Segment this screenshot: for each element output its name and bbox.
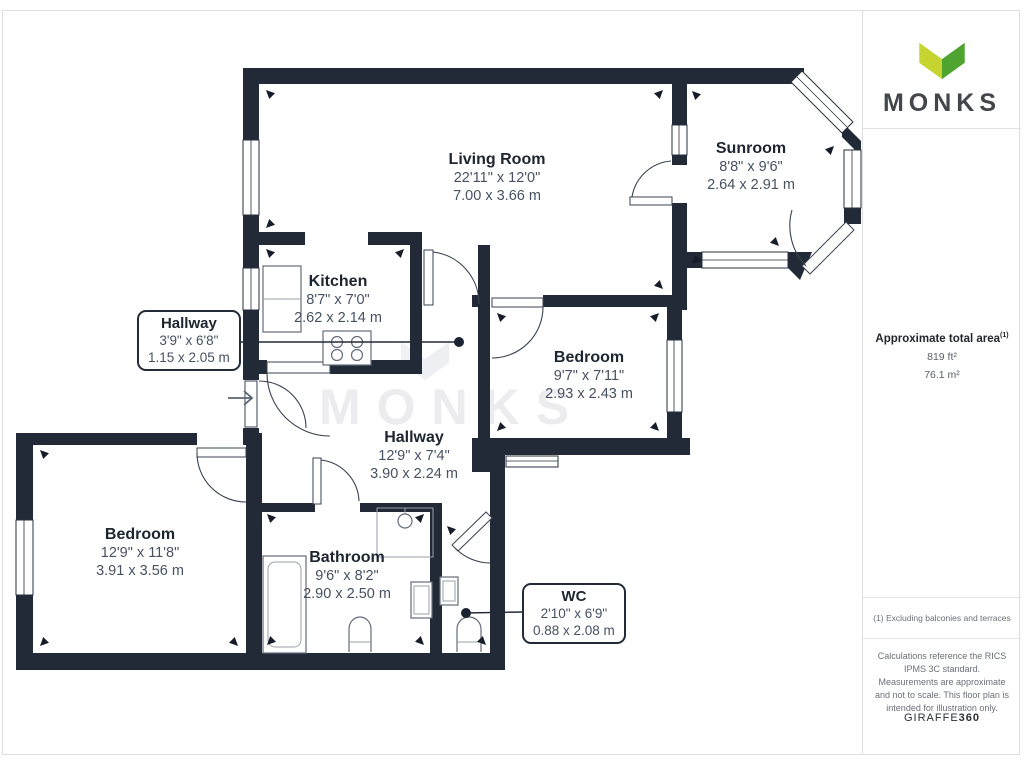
windows-group <box>15 70 862 596</box>
sidebar-divider <box>863 128 1021 129</box>
stove-icon <box>322 330 372 366</box>
brand-logo: MONKS <box>863 40 1021 118</box>
room-label-living-room: Living Room 22'11" x 12'0" 7.00 x 3.66 m <box>448 151 546 204</box>
fridge-icon <box>262 265 302 333</box>
footnote-text: (1) Excluding balconies and terraces <box>873 613 1011 623</box>
total-area-ft: 819 ft² <box>927 350 957 363</box>
room-label-sunroom: Sunroom 8'8" x 9'6" 2.64 x 2.91 m <box>707 140 795 193</box>
room-callout-wc: WC 2'10" x 6'9" 0.88 x 2.08 m <box>522 583 626 645</box>
leader-line-wc <box>461 608 523 618</box>
room-label-kitchen: Kitchen 8'7" x 7'0" 2.62 x 2.14 m <box>294 273 382 326</box>
provider-logo: GIRAFFE360 <box>903 712 981 724</box>
brand-name: MONKS <box>882 89 1002 117</box>
sink-icon <box>410 581 433 619</box>
doors-group <box>196 160 855 564</box>
dimension-ticks <box>40 90 834 646</box>
floor-plan: MONKS <box>15 68 862 670</box>
entrance-arrow-icon <box>228 390 254 406</box>
room-label-bathroom: Bathroom 9'6" x 8'2" 2.90 x 2.50 m <box>303 549 391 602</box>
wc-sink-icon <box>439 576 459 606</box>
floor-plan-drawing <box>15 68 862 670</box>
room-callout-hallway-entry: Hallway 3'9" x 6'8" 1.15 x 2.05 m <box>137 310 241 372</box>
brand-logo-icon <box>919 42 965 80</box>
room-label-bedroom-right: Bedroom 9'7" x 7'11" 2.93 x 2.43 m <box>545 349 633 402</box>
shower-icon <box>376 507 434 558</box>
total-area-m: 76.1 m² <box>924 368 960 381</box>
leader-line-hallway <box>230 337 464 347</box>
total-area-block: Approximate total area(1) 819 ft² 76.1 m… <box>863 332 1021 381</box>
info-sidebar: MONKS Approximate total area(1) 819 ft² … <box>862 10 1021 755</box>
room-label-bedroom-left: Bedroom 12'9" x 11'8" 3.91 x 3.56 m <box>96 526 184 579</box>
room-label-hallway-main: Hallway 12'9" x 7'4" 3.90 x 2.24 m <box>370 429 458 482</box>
footnote-section: (1) Excluding balconies and terraces <box>863 597 1021 639</box>
disclaimer-text: Calculations reference the RICS IPMS 3C … <box>875 651 1009 714</box>
watermark-text: MONKS <box>318 379 586 435</box>
wc-toilet-icon <box>456 616 482 652</box>
total-area-title: Approximate total area(1) <box>875 332 1009 345</box>
toilet-icon <box>348 616 372 652</box>
